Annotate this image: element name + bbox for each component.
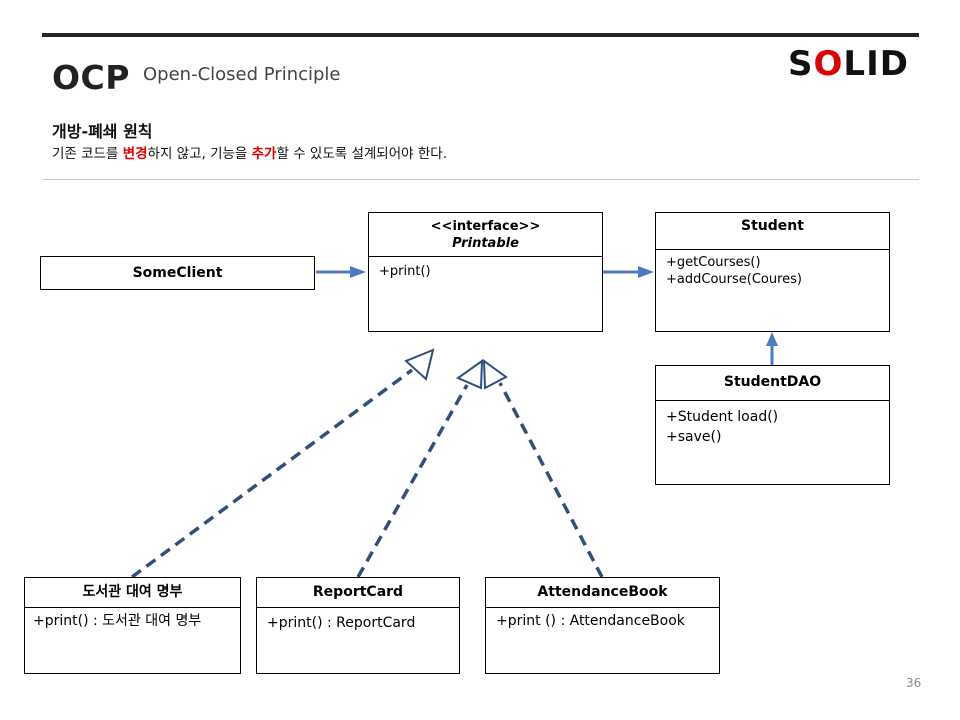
library-log-methods: +print() : 도서관 대여 명부 xyxy=(25,608,240,634)
attendancebook-class-name: AttendanceBook xyxy=(486,578,719,608)
attendance-realization-arrowhead xyxy=(482,358,508,390)
desc-text-2: 하지 않고, 기능을 xyxy=(147,146,252,162)
library-realization-arrowhead xyxy=(404,348,435,381)
library-log-method: +print() : 도서관 대여 명부 xyxy=(33,613,202,629)
studentdao-method: +Student load() xyxy=(666,409,779,425)
solid-logo-s: S xyxy=(788,44,814,84)
printable-interface-box[interactable]: <<interface>> Printable +print() xyxy=(368,212,603,332)
student-methods: +getCourses() +addCourse(Coures) xyxy=(656,250,889,294)
desc-text-3: 할 수 있도록 설계되어야 한다. xyxy=(276,146,447,162)
attendancebook-method: +print () : AttendanceBook xyxy=(496,613,685,629)
reportcard-method: +print() : ReportCard xyxy=(267,615,416,631)
printable-stereotype: <<interface>> xyxy=(430,219,541,234)
top-rule xyxy=(42,33,919,37)
student-method: +getCourses() xyxy=(666,255,761,270)
attendance-realization-line xyxy=(498,382,604,578)
reportcard-realization-arrowhead xyxy=(455,359,484,390)
printable-methods: +print() xyxy=(369,257,602,287)
attendancebook-methods: +print () : AttendanceBook xyxy=(486,608,719,634)
client-to-printable-arrowhead xyxy=(350,266,366,278)
student-class-name: Student xyxy=(656,213,889,250)
attendancebook-class-box[interactable]: AttendanceBook +print () : AttendanceBoo… xyxy=(485,577,720,674)
studentdao-class-name: StudentDAO xyxy=(656,366,889,401)
dao-to-student-arrowhead xyxy=(766,332,778,346)
principle-heading: 개방-폐쇄 원칙 xyxy=(52,122,153,141)
solid-logo-o: O xyxy=(813,44,844,84)
desc-text-1: 기존 코드를 xyxy=(52,146,123,162)
studentdao-class-box[interactable]: StudentDAO +Student load() +save() xyxy=(655,365,890,485)
desc-highlight-add: 추가 xyxy=(251,146,277,162)
student-method: +addCourse(Coures) xyxy=(666,272,802,287)
printable-to-student-arrowhead xyxy=(638,266,654,278)
slide-title: OCP xyxy=(52,58,130,97)
library-realization-line xyxy=(130,368,414,579)
reportcard-realization-line xyxy=(356,384,469,578)
someclient-class-box[interactable]: SomeClient xyxy=(40,256,315,290)
divider-rule xyxy=(42,179,919,180)
desc-highlight-change: 변경 xyxy=(122,146,148,162)
page-number: 36 xyxy=(906,676,922,690)
student-class-box[interactable]: Student +getCourses() +addCourse(Coures) xyxy=(655,212,890,332)
library-log-class-box[interactable]: 도서관 대여 명부 +print() : 도서관 대여 명부 xyxy=(24,577,241,674)
library-log-class-name: 도서관 대여 명부 xyxy=(25,578,240,608)
reportcard-class-box[interactable]: ReportCard +print() : ReportCard xyxy=(256,577,460,674)
printable-header: <<interface>> Printable xyxy=(369,213,602,257)
printable-name: Printable xyxy=(452,236,519,251)
reportcard-class-name: ReportCard xyxy=(257,578,459,608)
solid-logo: SOLID xyxy=(788,44,909,84)
studentdao-method: +save() xyxy=(666,429,722,445)
someclient-class-name: SomeClient xyxy=(132,265,223,281)
solid-logo-lid: LID xyxy=(843,44,909,84)
reportcard-methods: +print() : ReportCard xyxy=(257,608,459,638)
studentdao-methods: +Student load() +save() xyxy=(656,401,889,453)
slide-subtitle: Open-Closed Principle xyxy=(143,64,341,85)
printable-method: +print() xyxy=(379,264,431,279)
principle-description: 기존 코드를 변경하지 않고, 기능을 추가할 수 있도록 설계되어야 한다. xyxy=(52,142,447,162)
